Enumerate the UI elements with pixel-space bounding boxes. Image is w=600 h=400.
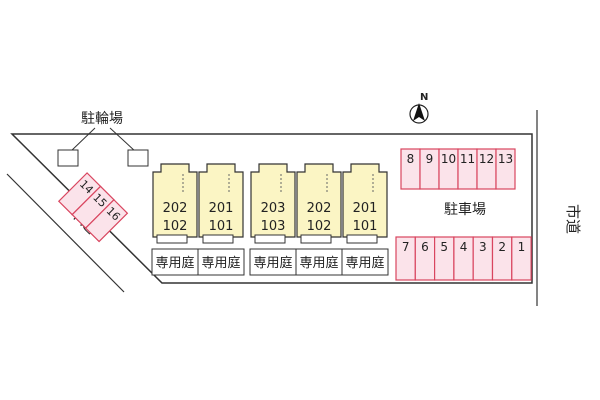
unit-number-lower: 102 <box>163 219 188 234</box>
parking-space-number: 12 <box>479 152 494 166</box>
parking-space-number: 5 <box>440 240 448 254</box>
balcony <box>346 234 378 244</box>
private-garden-label: 専用庭 <box>299 255 338 271</box>
unit-number-lower: 102 <box>307 219 332 234</box>
parking-space-number: 3 <box>479 240 487 254</box>
unit-number-upper: 201 <box>353 201 378 216</box>
unit-number-upper: 202 <box>307 201 332 216</box>
parking-space-number: 13 <box>498 152 513 166</box>
buildings: 202102専用庭201101専用庭203103専用庭202102専用庭2011… <box>151 163 389 276</box>
bicycle-shelter <box>57 149 79 167</box>
parking-space-number: 10 <box>441 152 456 166</box>
private-garden-label: 専用庭 <box>155 255 194 271</box>
parking-space-number: 11 <box>460 152 475 166</box>
balcony <box>254 234 286 244</box>
parking-space-number: 1 <box>518 240 526 254</box>
private-garden <box>341 248 389 276</box>
street-edge-left <box>6 173 125 293</box>
parking-space <box>511 236 532 281</box>
parking-space-number: 4 <box>460 240 468 254</box>
north-label: N <box>420 92 428 103</box>
bicycle-shelter <box>127 149 149 167</box>
unit-number-upper: 201 <box>209 201 234 216</box>
unit-number-upper: 202 <box>163 201 188 216</box>
north-arrow: N <box>409 92 429 124</box>
bike-space <box>84 198 129 243</box>
unit-number-lower: 103 <box>261 219 286 234</box>
bicycle-label-leader <box>69 127 96 153</box>
private-garden <box>151 248 199 276</box>
north-arrow-head <box>413 103 425 121</box>
unit-number-lower: 101 <box>209 219 234 234</box>
parking-space-number: 7 <box>402 240 410 254</box>
parking-space-number: 8 <box>407 152 415 166</box>
private-garden-label: 専用庭 <box>345 255 384 271</box>
bicycle-parking-label: 駐輪場 <box>81 110 123 127</box>
car-parking-label: 駐車場 <box>444 201 486 218</box>
parking-space-number: 2 <box>498 240 506 254</box>
private-garden <box>249 248 297 276</box>
road-label-right: 市道 <box>564 204 582 234</box>
private-garden-label: 専用庭 <box>253 255 292 271</box>
bicycle-label-leader <box>109 127 137 153</box>
parking-space <box>495 148 516 190</box>
balcony <box>300 234 332 244</box>
parking-space-number: 9 <box>426 152 434 166</box>
unit-number-upper: 203 <box>261 201 286 216</box>
balcony <box>156 234 188 244</box>
private-garden <box>197 248 245 276</box>
private-garden-label: 専用庭 <box>201 255 240 271</box>
unit-number-lower: 101 <box>353 219 378 234</box>
balcony <box>202 234 234 244</box>
parking-space-number: 6 <box>421 240 429 254</box>
